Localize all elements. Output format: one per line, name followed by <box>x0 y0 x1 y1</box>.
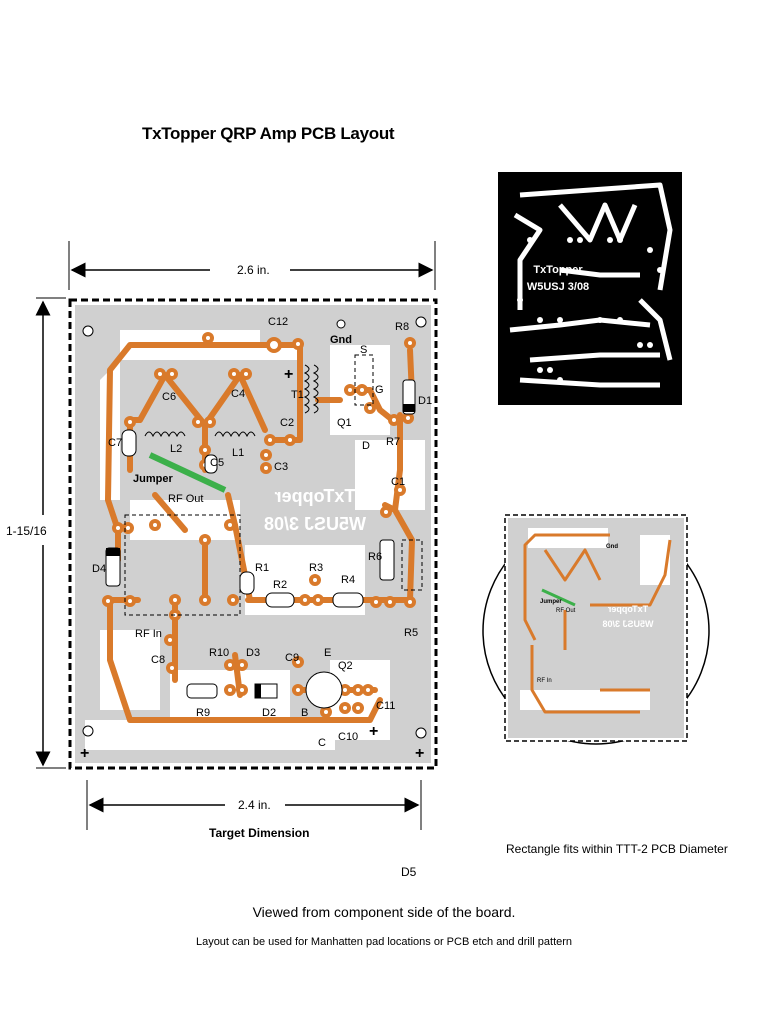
width-bottom-label: 2.4 in. <box>238 798 271 812</box>
label-d4: D4 <box>92 563 106 575</box>
silkscreen-line1: TxTopper <box>275 486 356 506</box>
d5-label: D5 <box>401 865 417 879</box>
pcb-board: TxTopper W5USJ 3/08 C12 R8 Gnd S G D T1 … <box>68 298 438 770</box>
label-c10: C10 <box>338 731 358 743</box>
plus-sign-bottom-right: + <box>415 745 424 762</box>
label-r3: R3 <box>309 562 323 574</box>
label-e: E <box>324 647 331 659</box>
silkscreen-line2: W5USJ 3/08 <box>264 514 366 534</box>
label-r4: R4 <box>341 574 355 586</box>
caption-main: Viewed from component side of the board. <box>252 904 516 920</box>
label-t1: T1 <box>291 389 304 401</box>
caption-sub: Layout can be used for Manhatten pad loc… <box>195 936 573 948</box>
label-c3: C3 <box>274 461 288 473</box>
label-g: G <box>375 384 384 396</box>
label-gnd: Gnd <box>330 334 352 346</box>
label-b: B <box>301 707 308 719</box>
label-c6: C6 <box>162 391 176 403</box>
dimension-width-bottom <box>86 780 422 830</box>
plus-sign-bottom-left: + <box>80 745 89 762</box>
label-r9: R9 <box>196 707 210 719</box>
plus-sign-c10: + <box>369 723 378 740</box>
label-r10: R10 <box>209 647 229 659</box>
label-r1: R1 <box>255 562 269 574</box>
label-c11: C11 <box>376 700 395 712</box>
label-q2: Q2 <box>338 660 353 672</box>
label-c9: C9 <box>285 652 299 664</box>
label-d1: D1 <box>418 395 432 407</box>
circle-label-jumper: Jumper <box>540 599 562 605</box>
label-c: C <box>318 737 326 749</box>
plus-sign-t1: + <box>284 366 293 383</box>
label-c5: C5 <box>210 457 224 469</box>
etch-line1: TxTopper <box>533 264 583 276</box>
label-rf-out: RF Out <box>168 493 203 505</box>
label-c7: C7 <box>108 437 122 449</box>
label-q1: Q1 <box>337 417 352 429</box>
label-s: S <box>360 344 367 356</box>
circle-silkscreen-line2: W5USJ 3/08 <box>602 619 653 629</box>
label-c12: C12 <box>268 316 288 328</box>
label-d3: D3 <box>246 647 260 659</box>
circle-label-gnd: Gnd <box>606 544 618 550</box>
label-d2: D2 <box>262 707 276 719</box>
label-c4: C4 <box>231 388 245 400</box>
label-l2: L2 <box>170 443 182 455</box>
label-jumper: Jumper <box>133 473 173 485</box>
circle-label-rf-out: RF Out <box>556 608 576 614</box>
label-rf-in: RF In <box>135 628 162 640</box>
circle-silkscreen-line1: TxTopper <box>607 604 648 614</box>
dimension-height-left <box>35 297 66 769</box>
label-d: D <box>362 440 370 452</box>
label-r2: R2 <box>273 579 287 591</box>
target-dimension-label: Target Dimension <box>209 826 309 840</box>
label-c1: C1 <box>391 476 405 488</box>
label-r8: R8 <box>395 321 409 333</box>
circle-label-rf-in: RF In <box>537 678 552 684</box>
width-top-label: 2.6 in. <box>237 263 270 277</box>
circle-caption: Rectangle fits within TTT-2 PCB Diameter <box>506 842 728 856</box>
pcb-diameter-circle: TxTopper W5USJ 3/08 Jumper RF Out RF In … <box>482 514 710 745</box>
label-r5: R5 <box>404 627 418 639</box>
jumper-wire <box>148 452 227 493</box>
label-l1: L1 <box>232 447 244 459</box>
label-r6: R6 <box>368 551 382 563</box>
label-r7: R7 <box>386 436 400 448</box>
height-left-label: 1-15/16 <box>6 524 47 538</box>
etch-pattern: TxTopper W5USJ 3/08 <box>498 172 682 405</box>
label-c2: C2 <box>280 417 294 429</box>
page-title: TxTopper QRP Amp PCB Layout <box>142 124 395 143</box>
dimension-width-top <box>68 241 436 290</box>
label-c8: C8 <box>151 654 165 666</box>
etch-line2: W5USJ 3/08 <box>527 281 589 293</box>
